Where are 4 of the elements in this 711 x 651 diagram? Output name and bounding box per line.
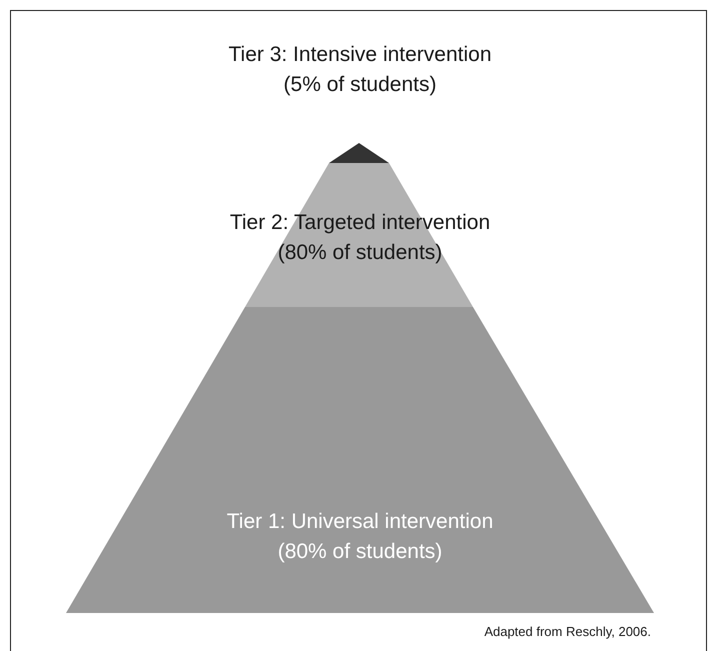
source-caption: Adapted from Reschly, 2006. <box>484 623 651 641</box>
tier-label: Tier 2: Targeted intervention (80% of students) <box>228 210 492 266</box>
tier-label: Tier 3: Intensive intervention (5% of students) <box>227 42 493 98</box>
tier-label: Tier 1: Universal intervention (80% of students) <box>226 509 494 565</box>
